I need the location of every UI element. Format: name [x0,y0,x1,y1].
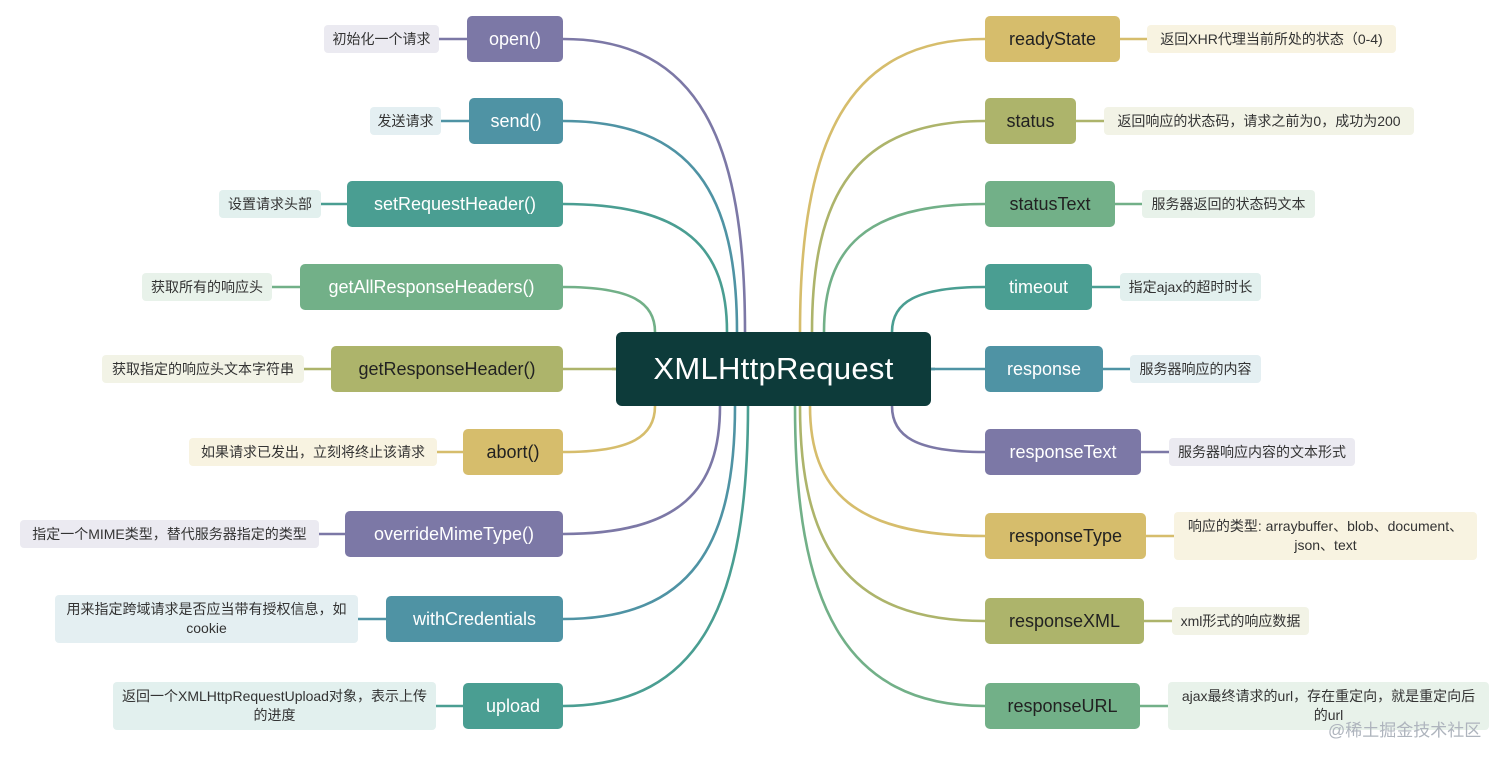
property-node-8[interactable]: responseURL [985,683,1140,729]
property-node-1[interactable]: status [985,98,1076,144]
connector-line [562,119,739,333]
method-node-6[interactable]: overrideMimeType() [345,511,563,557]
property-desc-8: ajax最终请求的url，存在重定向，就是重定向后的url [1168,682,1489,730]
root-node[interactable]: XMLHttpRequest [616,332,931,406]
property-node-3[interactable]: timeout [985,264,1092,310]
method-node-0[interactable]: open() [467,16,563,62]
method-node-7[interactable]: withCredentials [386,596,563,642]
method-node-2[interactable]: setRequestHeader() [347,181,563,227]
property-desc-6: 响应的类型: arraybuffer、blob、document、json、te… [1174,512,1477,560]
connector-line [562,202,729,333]
property-desc-5: 服务器响应内容的文本形式 [1169,438,1355,466]
method-node-4[interactable]: getResponseHeader() [331,346,563,392]
method-desc-8: 返回一个XMLHttpRequestUpload对象，表示上传的进度 [113,682,436,730]
connector-line [890,285,986,333]
property-desc-1: 返回响应的状态码，请求之前为0，成功为200 [1104,107,1414,135]
property-node-0[interactable]: readyState [985,16,1120,62]
method-desc-4: 获取指定的响应头文本字符串 [102,355,304,383]
connector-line [562,405,722,536]
property-desc-2: 服务器返回的状态码文本 [1142,190,1315,218]
property-node-2[interactable]: statusText [985,181,1115,227]
method-node-8[interactable]: upload [463,683,563,729]
connector-line [562,285,657,333]
method-node-5[interactable]: abort() [463,429,563,475]
method-desc-3: 获取所有的响应头 [142,273,272,301]
connector-line [562,37,747,333]
property-desc-7: xml形式的响应数据 [1172,607,1309,635]
connector-line [822,202,986,333]
property-desc-0: 返回XHR代理当前所处的状态（0-4) [1147,25,1396,53]
property-node-4[interactable]: response [985,346,1103,392]
method-desc-6: 指定一个MIME类型，替代服务器指定的类型 [20,520,319,548]
property-node-7[interactable]: responseXML [985,598,1144,644]
method-desc-1: 发送请求 [370,107,441,135]
method-desc-2: 设置请求头部 [219,190,321,218]
method-desc-5: 如果请求已发出，立刻将终止该请求 [189,438,437,466]
connector-line [808,405,986,538]
watermark: @稀土掘金技术社区 [1328,721,1482,740]
connector-line [810,119,986,333]
property-desc-4: 服务器响应的内容 [1130,355,1261,383]
connector-line [890,405,986,454]
connector-line [562,405,737,621]
property-node-6[interactable]: responseType [985,513,1146,559]
connector-line [793,405,986,708]
connector-line [562,405,750,708]
method-desc-7: 用来指定跨域请求是否应当带有授权信息，如cookie [55,595,358,643]
method-node-1[interactable]: send() [469,98,563,144]
property-desc-3: 指定ajax的超时时长 [1120,273,1261,301]
method-desc-0: 初始化一个请求 [324,25,439,53]
method-node-3[interactable]: getAllResponseHeaders() [300,264,563,310]
connector-line [798,405,986,623]
connector-line [798,37,986,333]
connector-line [562,405,657,454]
property-node-5[interactable]: responseText [985,429,1141,475]
